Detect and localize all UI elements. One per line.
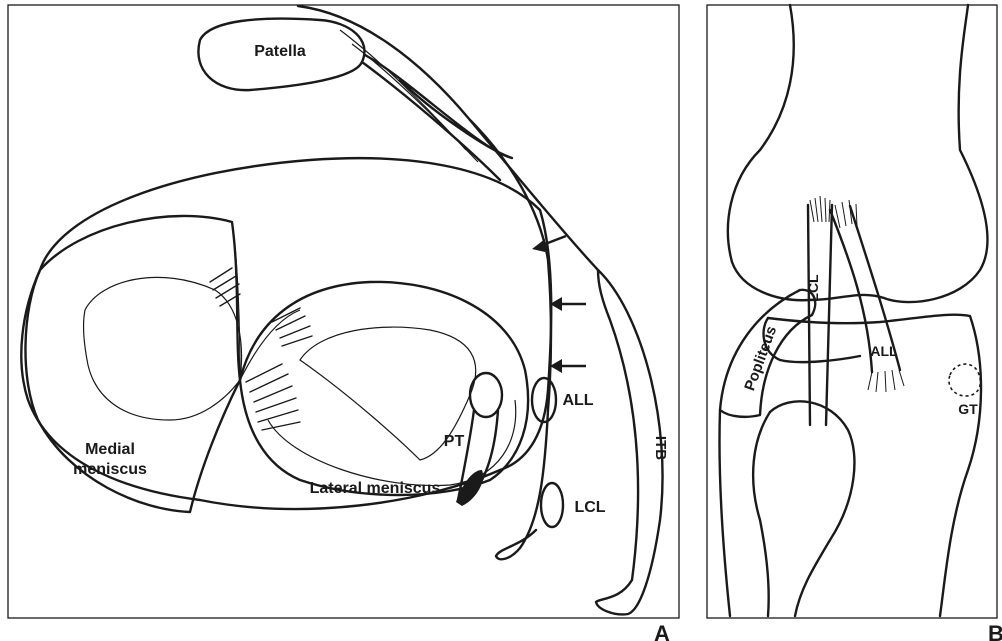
meniscal-root-fibers	[210, 268, 312, 430]
lateral-meniscus-outer	[240, 282, 528, 495]
arrow-icons	[532, 236, 586, 373]
panel-b-letter: B	[988, 621, 1002, 641]
panel-a-frame	[8, 5, 679, 618]
label-patella: Patella	[254, 43, 306, 60]
panel-a: Patella Medial meniscus Lateral meniscus…	[8, 5, 679, 641]
lcl-ligament-a	[541, 483, 563, 527]
femur-outline	[728, 5, 987, 302]
label-medial-meniscus-line1: Medial	[85, 441, 135, 458]
tibia-outline	[768, 315, 981, 616]
label-itb: ITB	[652, 436, 669, 460]
label-lateral-meniscus: Lateral meniscus	[310, 480, 441, 497]
label-gt: GT	[958, 401, 978, 417]
label-pt: PT	[444, 433, 465, 450]
gerdy-tubercle	[949, 364, 980, 396]
fibula-outline	[770, 401, 854, 616]
lcl-ligament-b	[808, 196, 832, 425]
label-all-b: ALL	[870, 343, 898, 359]
panel-b: Popliteus LCL ALL GT B	[707, 5, 1002, 641]
label-lcl-b: LCL	[805, 274, 821, 302]
panel-a-letter: A	[654, 621, 670, 641]
label-medial-meniscus-line2: meniscus	[73, 461, 147, 478]
retinaculum-strands	[298, 6, 598, 270]
label-all-a: ALL	[562, 392, 593, 409]
medial-meniscus-inner	[84, 277, 242, 420]
label-lcl-a: LCL	[574, 499, 605, 516]
